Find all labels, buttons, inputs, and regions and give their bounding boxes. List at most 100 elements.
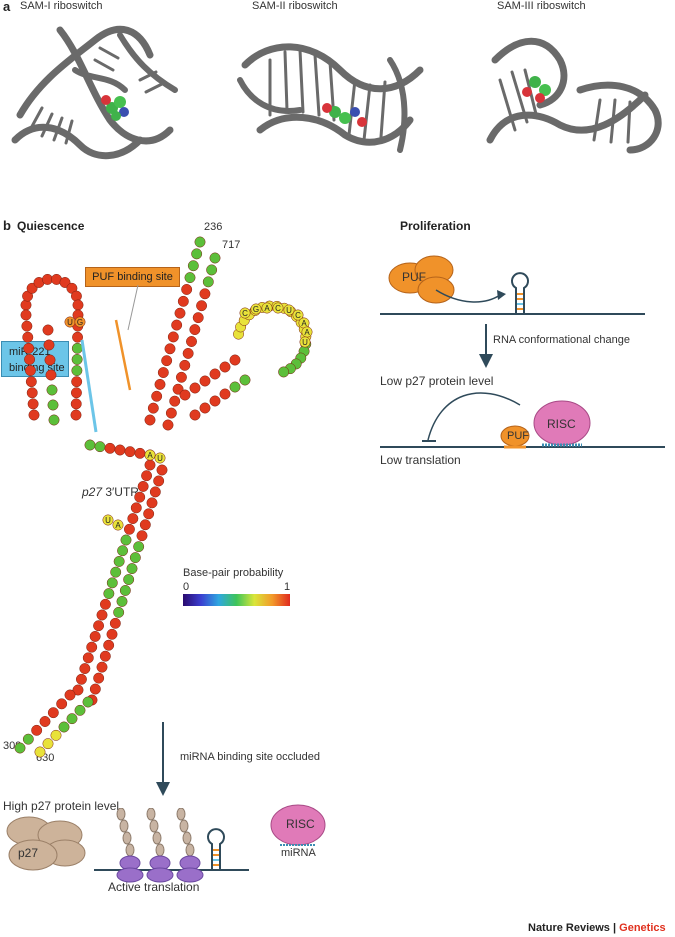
strand-top-right-nucleotide bbox=[165, 407, 177, 419]
right-arm-nucleotide bbox=[229, 354, 241, 366]
right-arm-nucleotide bbox=[189, 409, 201, 421]
strand-top-right-nucleotide bbox=[181, 284, 193, 295]
puf-binding-site-marker bbox=[114, 319, 132, 391]
stem-label-letter: A bbox=[115, 521, 121, 530]
strand-top-right-nucleotide bbox=[202, 276, 214, 288]
lower-stem-nucleotide bbox=[93, 620, 105, 632]
stem-label-letter: U bbox=[67, 318, 73, 327]
inner-stem-nucleotide bbox=[43, 339, 55, 351]
journal-section: Genetics bbox=[619, 922, 666, 934]
lower-stem-nucleotide bbox=[117, 545, 129, 557]
lower-stem-nucleotide bbox=[139, 519, 151, 531]
lower-stem-nucleotide bbox=[103, 588, 115, 600]
loop-sequence-letter: C bbox=[295, 311, 301, 320]
hairpin-open bbox=[511, 272, 529, 314]
loop-sequence-nucleotide bbox=[292, 309, 304, 321]
strand-top-right-nucleotide bbox=[189, 324, 201, 336]
stem-label-nucleotide bbox=[74, 316, 86, 328]
puf-label-proliferation: PUF bbox=[402, 270, 426, 284]
loop-sequence-nucleotide bbox=[299, 336, 311, 348]
journal-name: Nature Reviews bbox=[528, 922, 610, 934]
strand-top-right-nucleotide bbox=[209, 252, 221, 264]
left-stem-nucleotide bbox=[71, 353, 83, 365]
low-p27-level-label: Low p27 protein level bbox=[380, 374, 494, 388]
strand-top-right-nucleotide bbox=[169, 395, 181, 407]
riboswitch-structures bbox=[11, 25, 662, 160]
puf-binding-site-box: PUF binding site bbox=[85, 267, 180, 287]
lower-stem-nucleotide bbox=[89, 630, 101, 642]
strand-top-right-nucleotide bbox=[187, 260, 199, 272]
lower-stem-nucleotide bbox=[130, 502, 142, 514]
lower-stem-nucleotide bbox=[143, 508, 155, 520]
occluded-arrow bbox=[156, 722, 170, 796]
junction-nucleotide bbox=[114, 444, 126, 456]
left-stem-nucleotide bbox=[70, 409, 82, 421]
left-stem-nucleotide bbox=[71, 376, 83, 388]
quiescence-title: Quiescence bbox=[17, 219, 85, 233]
proliferation-puf-graphic bbox=[380, 255, 645, 315]
loop-sequence-nucleotide bbox=[261, 302, 273, 314]
tail-nucleotide bbox=[58, 721, 70, 733]
right-arm-nucleotide bbox=[219, 361, 231, 373]
tail-nucleotide bbox=[64, 689, 76, 701]
left-stem-nucleotide bbox=[72, 331, 84, 343]
strand-top-right-nucleotide bbox=[206, 264, 218, 276]
strand-top-right-nucleotide bbox=[167, 331, 179, 343]
right-arm-nucleotide bbox=[179, 389, 191, 401]
lower-stem-nucleotide bbox=[82, 652, 94, 664]
lower-stem-nucleotide bbox=[129, 552, 141, 564]
tail-nucleotide bbox=[66, 713, 78, 725]
loop-sequence-letter: A bbox=[301, 319, 307, 328]
strand-top-right-nucleotide bbox=[147, 402, 159, 414]
strand-top-right-nucleotide bbox=[184, 272, 196, 284]
lower-stem-nucleotide bbox=[113, 555, 125, 567]
strand-top-right-nucleotide bbox=[179, 359, 191, 371]
p27-label: p27 bbox=[18, 846, 39, 860]
left-loop-nucleotide bbox=[72, 299, 84, 311]
left-stem-nucleotide bbox=[28, 409, 40, 421]
tail-nucleotide bbox=[31, 724, 43, 736]
loop-sequence-letter: C bbox=[242, 309, 248, 318]
lower-stem-nucleotide bbox=[106, 628, 118, 640]
low-translation-graphic bbox=[380, 392, 665, 449]
left-stem-nucleotide bbox=[20, 309, 32, 321]
strand-top-right-nucleotide bbox=[161, 355, 173, 367]
puf-leader-line bbox=[127, 284, 139, 331]
loop-sequence-nucleotide bbox=[250, 303, 262, 315]
inner-stem-nucleotide bbox=[46, 384, 58, 396]
left-stem-nucleotide bbox=[21, 320, 33, 332]
tail-nucleotide bbox=[56, 698, 68, 710]
sam-ii-label: SAM-II riboswitch bbox=[252, 0, 338, 12]
utr-suffix: 3′UTR bbox=[102, 485, 139, 499]
strand-top-right-nucleotide bbox=[151, 390, 163, 402]
right-arm-nucleotide bbox=[189, 382, 201, 394]
tail-nucleotide bbox=[39, 716, 51, 727]
strand-top-right-nucleotide bbox=[196, 300, 208, 312]
lower-stem-nucleotide bbox=[110, 566, 122, 578]
right-arm-nucleotide bbox=[199, 375, 211, 387]
left-stem-nucleotide bbox=[22, 331, 34, 343]
mirna-label: miRNA bbox=[281, 847, 316, 859]
left-loop-nucleotide bbox=[20, 299, 32, 311]
strand-top-right-nucleotide bbox=[174, 307, 186, 319]
conformational-change-label: RNA conformational change bbox=[493, 334, 630, 346]
lower-stem-nucleotide bbox=[133, 541, 145, 553]
strand-top-right-nucleotide bbox=[162, 419, 174, 431]
strand-top-right-nucleotide bbox=[154, 378, 166, 390]
utr-gene-name: p27 bbox=[82, 485, 103, 499]
stem-label-letter: U bbox=[105, 516, 111, 525]
risc-label-quiescence: RISC bbox=[286, 817, 315, 831]
inner-stem-nucleotide bbox=[47, 399, 59, 411]
occluded-label: miRNA binding site occluded bbox=[180, 751, 321, 763]
mir-binding-site-marker bbox=[80, 339, 98, 433]
stem-label-nucleotide bbox=[102, 514, 114, 526]
lower-stem-nucleotide bbox=[137, 480, 149, 492]
junction-nucleotide bbox=[94, 441, 106, 453]
left-stem-nucleotide bbox=[70, 398, 82, 410]
lower-stem-nucleotide bbox=[96, 661, 108, 673]
panel-b-letter: b bbox=[3, 218, 11, 233]
lower-stem-nucleotide bbox=[75, 673, 87, 685]
nascent-chain-2 bbox=[146, 808, 165, 857]
active-translation-label: Active translation bbox=[108, 880, 200, 894]
